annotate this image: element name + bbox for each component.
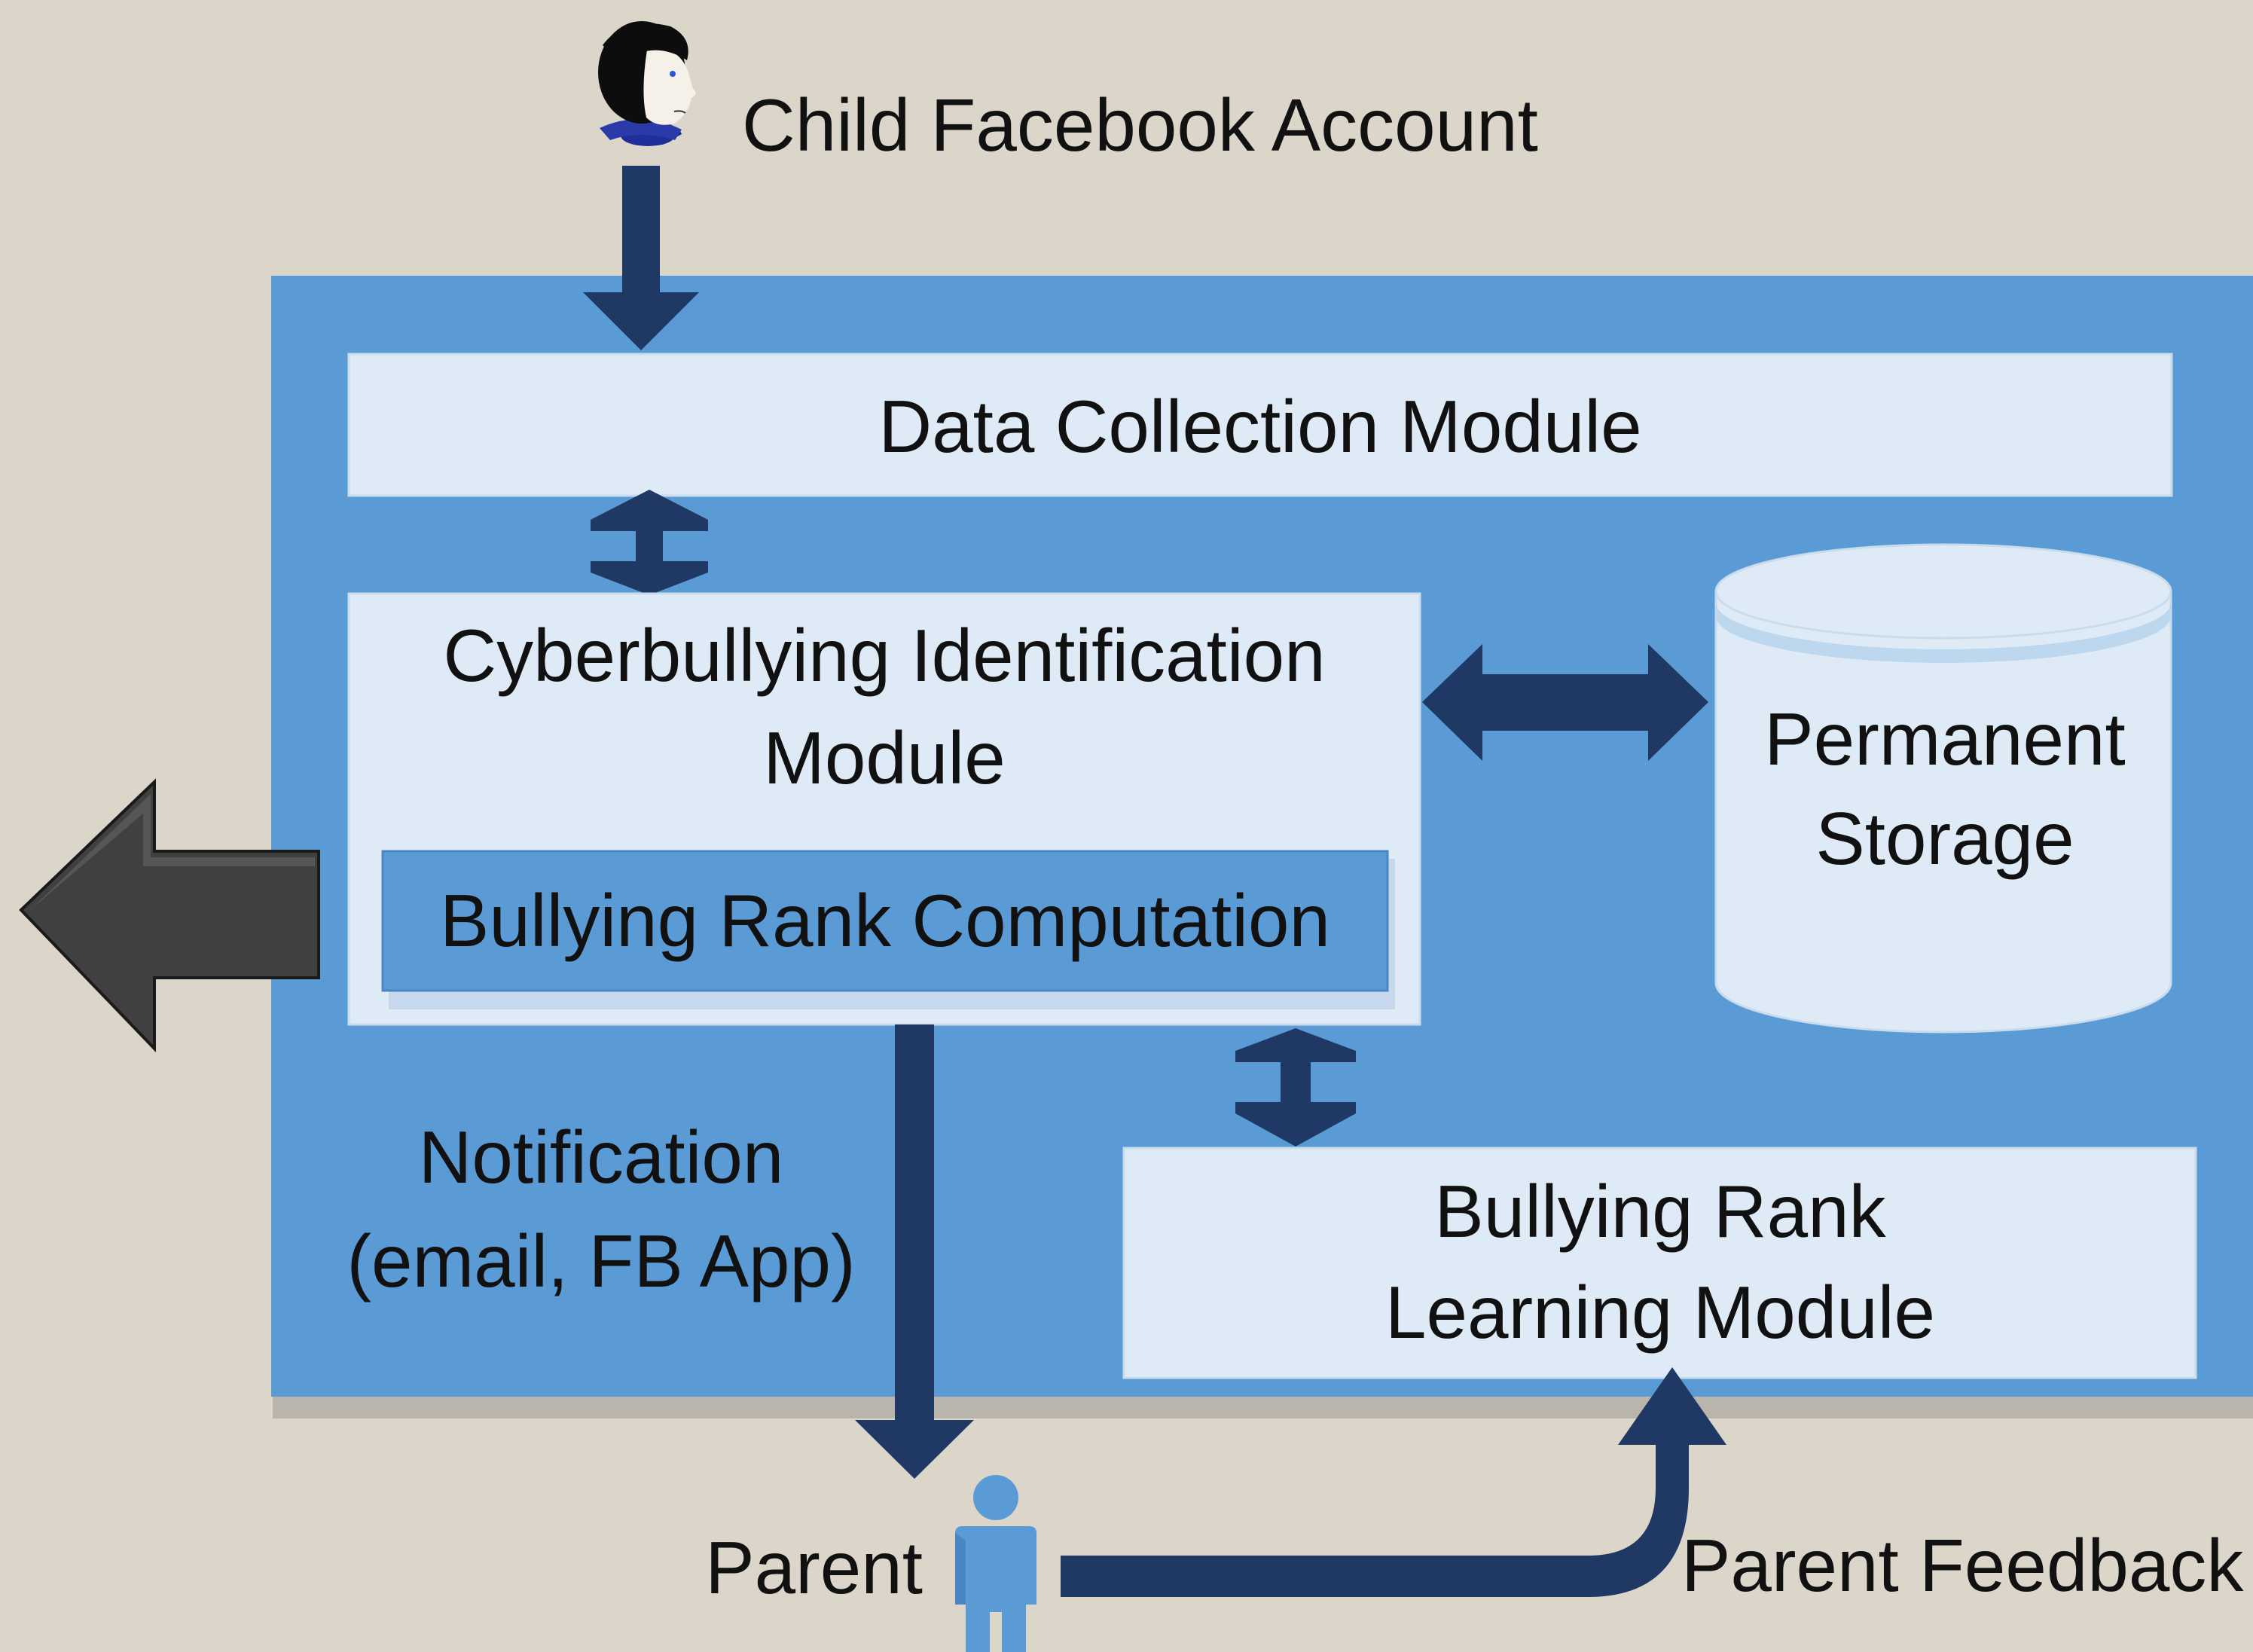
permanent-storage-label-line1: Permanent [1764, 698, 2125, 780]
person-icon [955, 1475, 1036, 1652]
notification-label-line2: (email, FB App) [346, 1220, 855, 1302]
learning-label-line1: Bullying Rank [1434, 1170, 1886, 1253]
bullying-rank-computation-label: Bullying Rank Computation [440, 879, 1330, 962]
child-account-label: Child Facebook Account [742, 84, 1538, 166]
cyberbullying-label-line2: Module [763, 716, 1005, 799]
arrow-identification-to-learning [1235, 1028, 1356, 1147]
arrow-parent-feedback [1061, 1367, 1726, 1597]
arrow-child-to-data-collection [583, 166, 699, 350]
parent-feedback-label: Parent Feedback [1681, 1524, 2244, 1607]
data-collection-module [347, 353, 2173, 497]
arrow-data-collection-to-identification [591, 490, 708, 595]
child-face-icon [598, 21, 696, 146]
notification-label-line1: Notification [419, 1116, 784, 1199]
bullying-rank-learning-module [1122, 1147, 2197, 1379]
permanent-storage-label-line2: Storage [1815, 797, 2074, 880]
bullying-rank-computation-box [381, 850, 1389, 992]
arrow-identification-to-storage [1422, 644, 1708, 761]
database-cylinder-icon [1714, 543, 2172, 1034]
learning-label-line2: Learning Module [1385, 1271, 1935, 1354]
arrow-notification-to-parent [855, 1024, 974, 1479]
data-collection-label: Data Collection Module [878, 385, 1641, 468]
parent-label: Parent [705, 1526, 923, 1609]
cyberbullying-label-line1: Cyberbullying Identification [443, 614, 1325, 697]
